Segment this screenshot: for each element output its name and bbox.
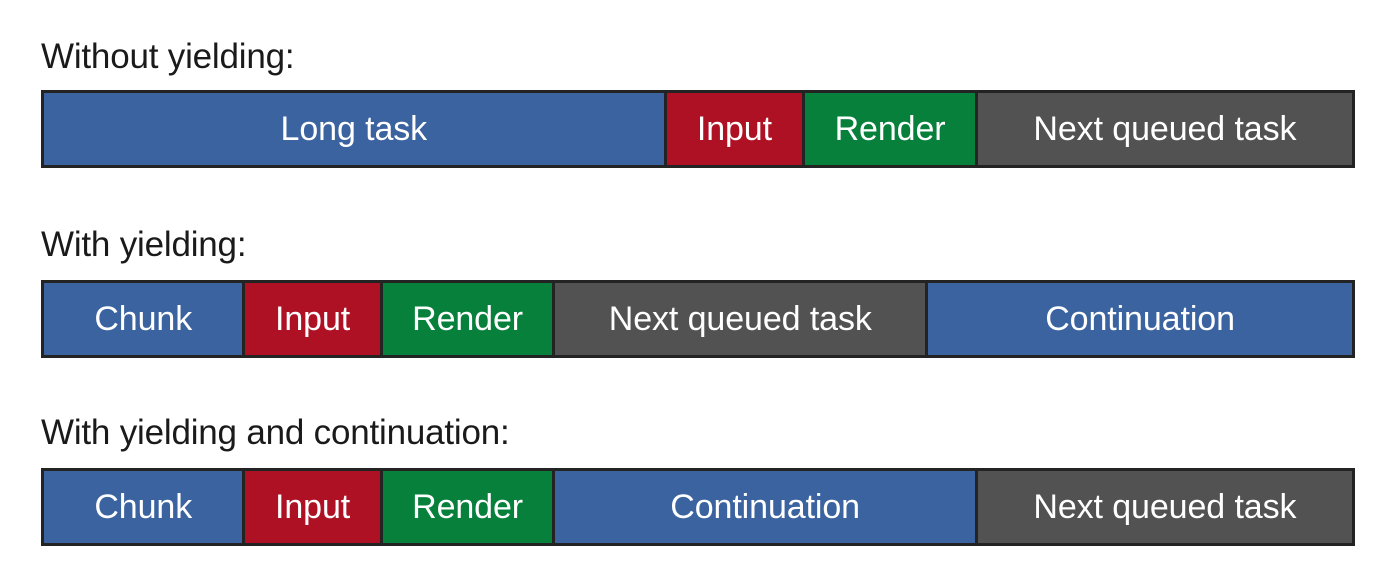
timeline-segment-input: Input <box>245 283 383 355</box>
timeline-segment-next-queued-task: Next queued task <box>977 93 1352 165</box>
timeline-segment-input: Input <box>666 93 806 165</box>
timeline-segment-continuation: Continuation <box>555 471 978 543</box>
timeline-segment-label: Render <box>412 300 524 338</box>
timeline-segment-label: Next queued task <box>1033 488 1297 526</box>
timeline-segment-next-queued-task: Next queued task <box>977 471 1352 543</box>
timeline-segment-continuation: Continuation <box>928 283 1352 355</box>
timeline-row-label: With yielding: <box>41 225 247 264</box>
timeline-segment-label: Chunk <box>94 300 193 338</box>
timeline-segment-chunk: Chunk <box>44 471 246 543</box>
timeline-segment-label: Render <box>412 488 524 526</box>
timeline-segment-label: Next queued task <box>608 300 872 338</box>
timeline-segment-label: Continuation <box>1045 300 1235 338</box>
timeline-segment-label: Input <box>275 300 351 338</box>
timeline-segment-chunk: Chunk <box>44 283 246 355</box>
timeline-bar: Chunk Input Render Continuation Next queued … <box>41 468 1355 546</box>
timeline-row-label: With yielding and continuation: <box>41 413 510 452</box>
timeline-row-label: Without yielding: <box>41 37 295 76</box>
timeline-segment-label: Render <box>834 110 946 148</box>
timeline-segment-render: Render <box>382 283 556 355</box>
timeline-segment-label: Continuation <box>670 488 860 526</box>
timeline-segment-input: Input <box>245 471 383 543</box>
timeline-segment-label: Input <box>696 110 772 148</box>
timeline-segment-render: Render <box>382 471 556 543</box>
timeline-segment-long-task: Long task <box>44 93 667 165</box>
timeline-bar: Long task Input Render Next queued task <box>41 90 1355 168</box>
timeline-bar: Chunk Input Render Next queued task Continua… <box>41 280 1355 358</box>
timeline-segment-label: Next queued task <box>1033 110 1297 148</box>
timeline-segment-render: Render <box>805 93 978 165</box>
timeline-segment-label: Long task <box>280 110 428 148</box>
timeline-segment-next-queued-task: Next queued task <box>555 283 929 355</box>
timeline-segment-label: Input <box>275 488 351 526</box>
timeline-segment-label: Chunk <box>94 488 193 526</box>
